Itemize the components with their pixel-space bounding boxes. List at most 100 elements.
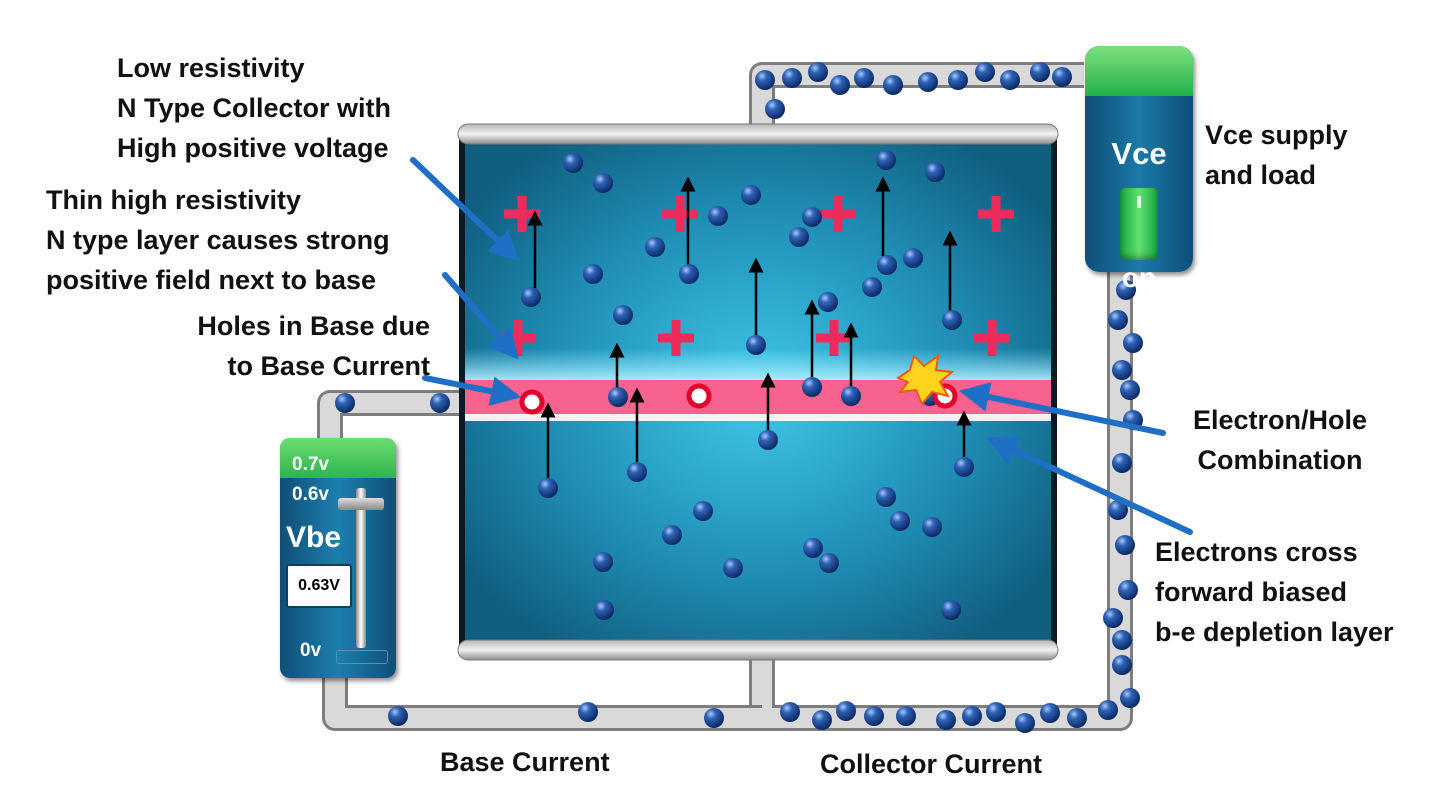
base-layer-highlight — [465, 414, 1051, 421]
electron-icon — [645, 237, 665, 257]
electron-icon — [704, 708, 724, 728]
electron-icon — [918, 72, 938, 92]
p-type-base-layer — [465, 380, 1051, 418]
vbe-title: Vbe — [286, 521, 342, 554]
electron-icon — [578, 702, 598, 722]
label-pointer-arrow — [422, 375, 521, 407]
electron-icon — [819, 553, 839, 573]
electron-icon — [1015, 713, 1035, 733]
vce-power-switch[interactable] — [1120, 188, 1158, 260]
electron-icon — [593, 173, 613, 193]
positive-charge-icon — [978, 196, 1014, 232]
electron-icon — [876, 150, 896, 170]
vce-panel-header — [1085, 46, 1193, 96]
electron-icon — [613, 305, 633, 325]
label-thin-layer: Thin high resistivity N type layer cause… — [46, 185, 390, 295]
electron-icon — [594, 600, 614, 620]
electron-icon — [925, 162, 945, 182]
electron-icon — [954, 457, 974, 477]
electron-icon — [1108, 310, 1128, 330]
electron-icon — [841, 386, 861, 406]
electron-icon — [1120, 688, 1140, 708]
vbe-max-label: 0.7v — [292, 454, 329, 475]
vbe-voltage-readout: 0.63V — [286, 564, 352, 608]
vbe-slider-track[interactable] — [356, 488, 366, 648]
label-collector-current: Collector Current — [820, 749, 1043, 779]
vbe-slider-slot — [336, 650, 388, 664]
vce-supply-panel: Vce on — [1085, 46, 1193, 293]
electron-icon — [941, 600, 961, 620]
electron-icon — [802, 377, 822, 397]
electron-icon — [877, 255, 897, 275]
electron-icon — [693, 501, 713, 521]
electron-icon — [854, 68, 874, 88]
electron-icon — [802, 207, 822, 227]
electron-icon — [723, 558, 743, 578]
emitter-rail — [457, 639, 1059, 661]
spark-icon — [895, 353, 955, 406]
electron-icon — [608, 387, 628, 407]
label-pointer-arrow — [986, 436, 1193, 535]
vbe-min-label: 0v — [300, 640, 322, 661]
electron-icon — [883, 75, 903, 95]
vce-switch-state: on — [1121, 262, 1157, 293]
label-pointer-arrow — [410, 157, 520, 262]
electron-icon — [593, 552, 613, 572]
label-collector: Low resistivity N Type Collector with Hi… — [117, 53, 392, 163]
vbe-slider-handle[interactable] — [338, 498, 384, 511]
electron-icon — [679, 264, 699, 284]
electron-icon — [986, 702, 1006, 722]
electron-icon — [836, 701, 856, 721]
collector-rail — [457, 123, 1059, 145]
electron-icon — [335, 393, 355, 413]
positive-charges — [500, 196, 1014, 356]
electron-icon — [812, 710, 832, 730]
electron-icon — [563, 153, 583, 173]
electron-icon — [627, 462, 647, 482]
label-pointer-arrow — [959, 382, 1166, 436]
electron-icon — [1000, 70, 1020, 90]
electron-icon — [1030, 62, 1050, 82]
electron-icon — [583, 264, 603, 284]
electron-icon — [765, 99, 785, 119]
electron-paths — [527, 176, 972, 478]
electron-icon — [521, 287, 541, 307]
label-base-current: Base Current — [440, 747, 610, 777]
electron-icon — [789, 227, 809, 247]
electron-icon — [903, 248, 923, 268]
positive-charge-icon — [820, 196, 856, 232]
electron-icon — [1123, 333, 1143, 353]
electron-icon — [755, 70, 775, 90]
label-electrons-cross: Electrons cross forward biased b-e deple… — [1155, 537, 1394, 647]
electron-icon — [942, 310, 962, 330]
electron-icon — [538, 478, 558, 498]
electron-icon — [962, 706, 982, 726]
electron-icon — [1118, 580, 1138, 600]
electron-icon — [708, 206, 728, 226]
positive-charge-icon — [662, 196, 698, 232]
electron-icon — [830, 75, 850, 95]
positive-charge-icon — [816, 320, 852, 356]
hole-icon — [519, 389, 545, 415]
electrons — [335, 62, 1143, 733]
electron-icon — [896, 706, 916, 726]
electron-icon — [430, 393, 450, 413]
electron-icon — [1116, 280, 1136, 300]
hole-icon — [686, 383, 712, 409]
electron-icon — [1052, 67, 1072, 87]
positive-charge-icon — [658, 320, 694, 356]
label-combination: Electron/Hole Combination — [1192, 405, 1368, 475]
electron-icon — [1112, 360, 1132, 380]
electron-icon — [1067, 708, 1087, 728]
electron-icon — [862, 277, 882, 297]
vce-title: Vce — [1111, 136, 1167, 171]
electron-icon — [741, 185, 761, 205]
label-vce-supply: Vce supply and load — [1205, 120, 1348, 190]
electron-icon — [1115, 535, 1135, 555]
positive-charge-icon — [974, 320, 1010, 356]
electron-icon — [876, 487, 896, 507]
electron-icon — [388, 706, 408, 726]
switch-mark-icon — [1137, 196, 1141, 208]
label-holes: Holes in Base due to Base Current — [197, 311, 430, 381]
